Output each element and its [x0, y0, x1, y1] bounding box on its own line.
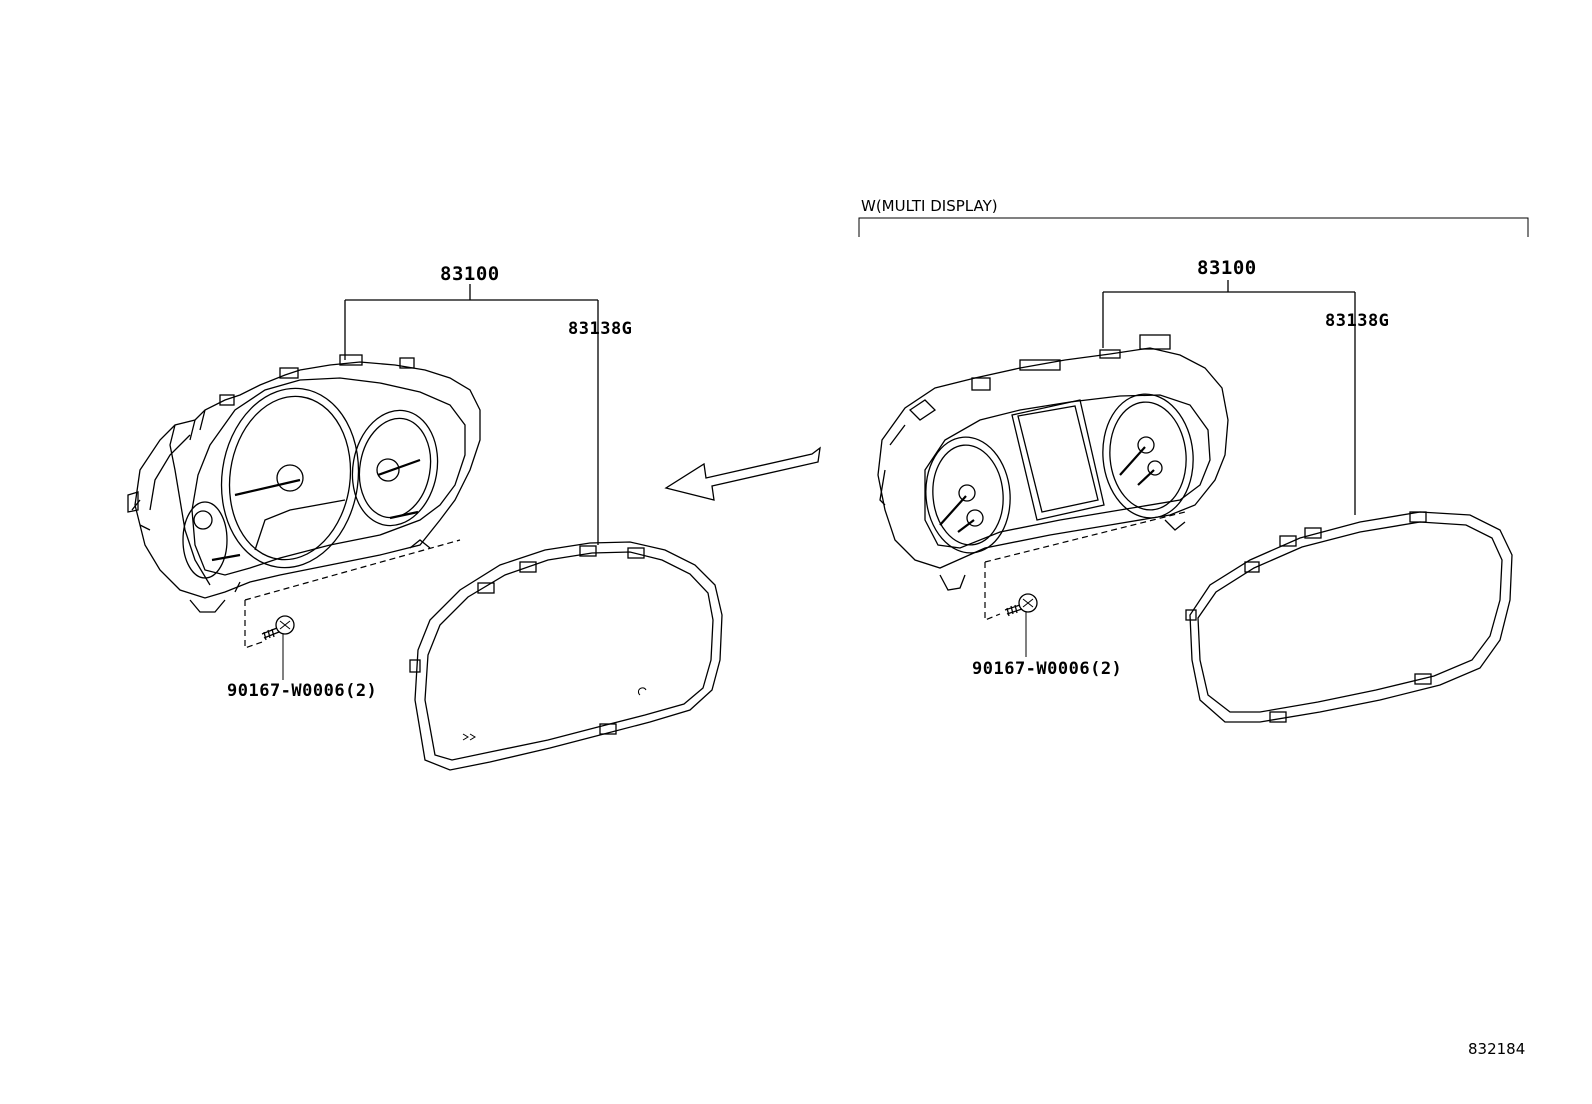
left-assembly: 83100 83138G	[127, 263, 723, 771]
left-part-83100-label[interactable]: 83100	[440, 263, 500, 285]
left-dashed-locator	[244, 539, 461, 649]
left-leader-lines	[344, 284, 599, 545]
diagram-reference-number: 832184	[1468, 1040, 1525, 1058]
screw-icon[interactable]	[1004, 593, 1038, 657]
right-part-83100-label[interactable]: 83100	[1197, 257, 1257, 279]
left-screw-part-label[interactable]: 90167-W0006(2)	[227, 681, 377, 701]
right-part-83138g-label[interactable]: 83138G	[1325, 311, 1389, 331]
right-assembly: W(MULTI DISPLAY) 83100 83138G	[858, 197, 1529, 723]
condition-bracket	[858, 217, 1529, 237]
left-part-83138g-label[interactable]: 83138G	[568, 319, 632, 339]
left-lens-cover[interactable]	[409, 541, 723, 771]
right-lens-cover[interactable]	[1185, 511, 1513, 723]
left-meter-cluster[interactable]	[127, 354, 481, 613]
left-arrow-icon	[664, 446, 821, 501]
right-screw-part-label[interactable]: 90167-W0006(2)	[972, 659, 1122, 679]
right-dashed-locator	[984, 511, 1186, 621]
screw-icon[interactable]	[261, 615, 295, 680]
condition-label[interactable]: W(MULTI DISPLAY)	[861, 197, 998, 215]
right-meter-cluster[interactable]	[877, 334, 1229, 591]
right-leader-lines	[1102, 280, 1356, 515]
